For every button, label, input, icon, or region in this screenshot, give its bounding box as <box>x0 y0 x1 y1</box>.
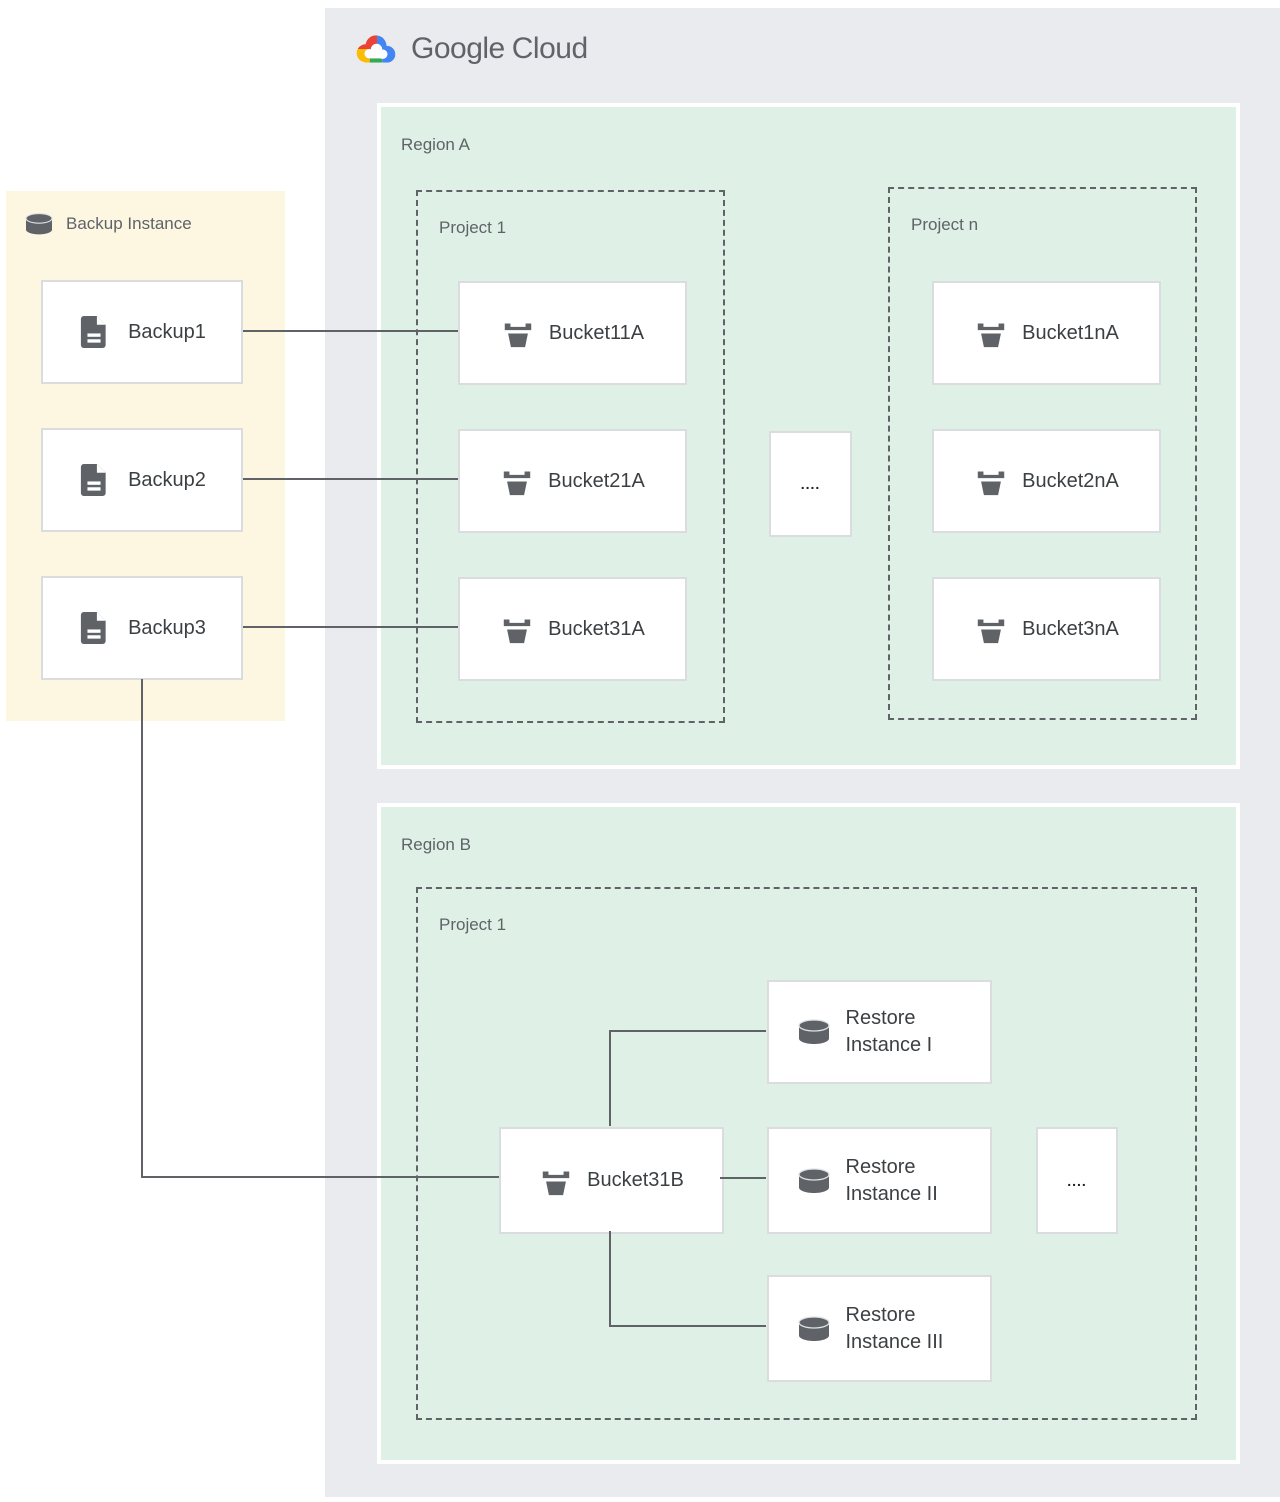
bucket-icon <box>542 1171 570 1195</box>
region-a-project-1-box: Project 1 Bucket11A Bucket21A Bucket31A <box>416 190 725 723</box>
bucket-label: Bucket31A <box>548 617 645 640</box>
connector-backup2-bucket21a <box>243 478 458 480</box>
bucket2na-card: Bucket2nA <box>932 429 1161 533</box>
backup-label: Backup2 <box>128 468 206 491</box>
connector-bucket31b-restore3-vertical <box>609 1231 611 1327</box>
google-cloud-logo-icon <box>356 35 396 63</box>
connector-bucket31b-restore1-horizontal <box>609 1030 766 1032</box>
connector-backup3-bucket31b-horizontal <box>141 1176 499 1178</box>
restore-instance-label: Restore Instance III <box>845 1303 944 1353</box>
connector-bucket31b-restore1-vertical <box>609 1031 611 1126</box>
database-icon <box>797 1315 830 1342</box>
bucket-icon <box>977 619 1005 644</box>
connector-bucket31b-restore2 <box>720 1177 766 1179</box>
bucket-label: Bucket3nA <box>1022 617 1119 640</box>
bucket-label: Bucket11A <box>548 321 645 344</box>
backup-label: Backup3 <box>128 616 206 639</box>
bucket-label: Bucket1nA <box>1022 321 1119 344</box>
logo-google-text: Google <box>411 32 505 65</box>
bucket-icon <box>503 471 531 496</box>
bucket3na-card: Bucket3nA <box>932 577 1161 681</box>
backup-instance-header: Backup Instance <box>22 211 192 237</box>
bucket31a-card: Bucket31A <box>458 577 687 681</box>
project-1-title: Project 1 <box>439 915 507 934</box>
bucket-icon <box>977 323 1005 348</box>
bucket-label: Bucket21A <box>548 469 645 492</box>
backup1-card: Backup1 <box>41 280 243 384</box>
file-icon <box>80 612 106 644</box>
ellipsis-label: .... <box>800 476 821 492</box>
region-b-title: Region B <box>401 835 471 854</box>
bucket-icon <box>503 619 531 644</box>
database-icon <box>25 213 53 235</box>
file-icon <box>80 464 106 496</box>
bucket11a-card: Bucket11A <box>458 281 687 385</box>
restore-instance-1-card: Restore Instance I <box>767 980 992 1084</box>
backup2-card: Backup2 <box>41 428 243 532</box>
region-a-title: Region A <box>401 135 470 154</box>
bucket21a-card: Bucket21A <box>458 429 687 533</box>
region-a-project-n-box: Project n Bucket1nA Bucket2nA Bucket3nA <box>888 187 1197 720</box>
bucket-icon <box>977 471 1005 496</box>
bucket-label: Bucket31B <box>587 1169 684 1191</box>
logo-cloud-text: Cloud <box>511 32 588 65</box>
more-instances-ellipsis-card: .... <box>1036 1127 1118 1234</box>
connector-backup3-bucket31a <box>243 626 458 628</box>
project-1-title: Project 1 <box>439 218 507 237</box>
bucket1na-card: Bucket1nA <box>932 281 1161 385</box>
file-icon <box>80 316 106 348</box>
more-projects-ellipsis-card: .... <box>769 431 852 537</box>
ellipsis-label: .... <box>1067 1172 1087 1189</box>
backup-instance-panel: Backup Instance Backup1 Backup2 Backup3 <box>6 191 285 721</box>
restore-instance-label: Restore Instance I <box>845 1007 933 1056</box>
region-b-panel: Region B Project 1 Restore Instance I Bu… <box>377 803 1240 1464</box>
database-icon <box>797 1019 830 1045</box>
restore-instance-3-card: Restore Instance III <box>767 1275 992 1382</box>
restore-instance-label: Restore Instance II <box>845 1155 938 1205</box>
project-n-title: Project n <box>911 215 979 234</box>
connector-backup1-bucket11a <box>243 330 458 332</box>
connector-backup3-bucket31b-vertical <box>141 679 143 1178</box>
bucket-icon <box>504 323 532 348</box>
backup3-card: Backup3 <box>41 576 243 680</box>
bucket31b-card: Bucket31B <box>499 1127 724 1234</box>
bucket-label: Bucket2nA <box>1022 469 1119 492</box>
database-icon <box>797 1167 830 1194</box>
backup-instance-title: Backup Instance <box>66 214 192 233</box>
restore-instance-2-card: Restore Instance II <box>767 1127 992 1234</box>
backup-label: Backup1 <box>128 320 206 343</box>
connector-bucket31b-restore3-horizontal <box>609 1325 766 1327</box>
region-b-project-1-box: Project 1 Restore Instance I Bucket31B R… <box>416 887 1197 1420</box>
region-a-panel: Region A Project 1 Bucket11A Bucket21A B… <box>377 103 1240 769</box>
